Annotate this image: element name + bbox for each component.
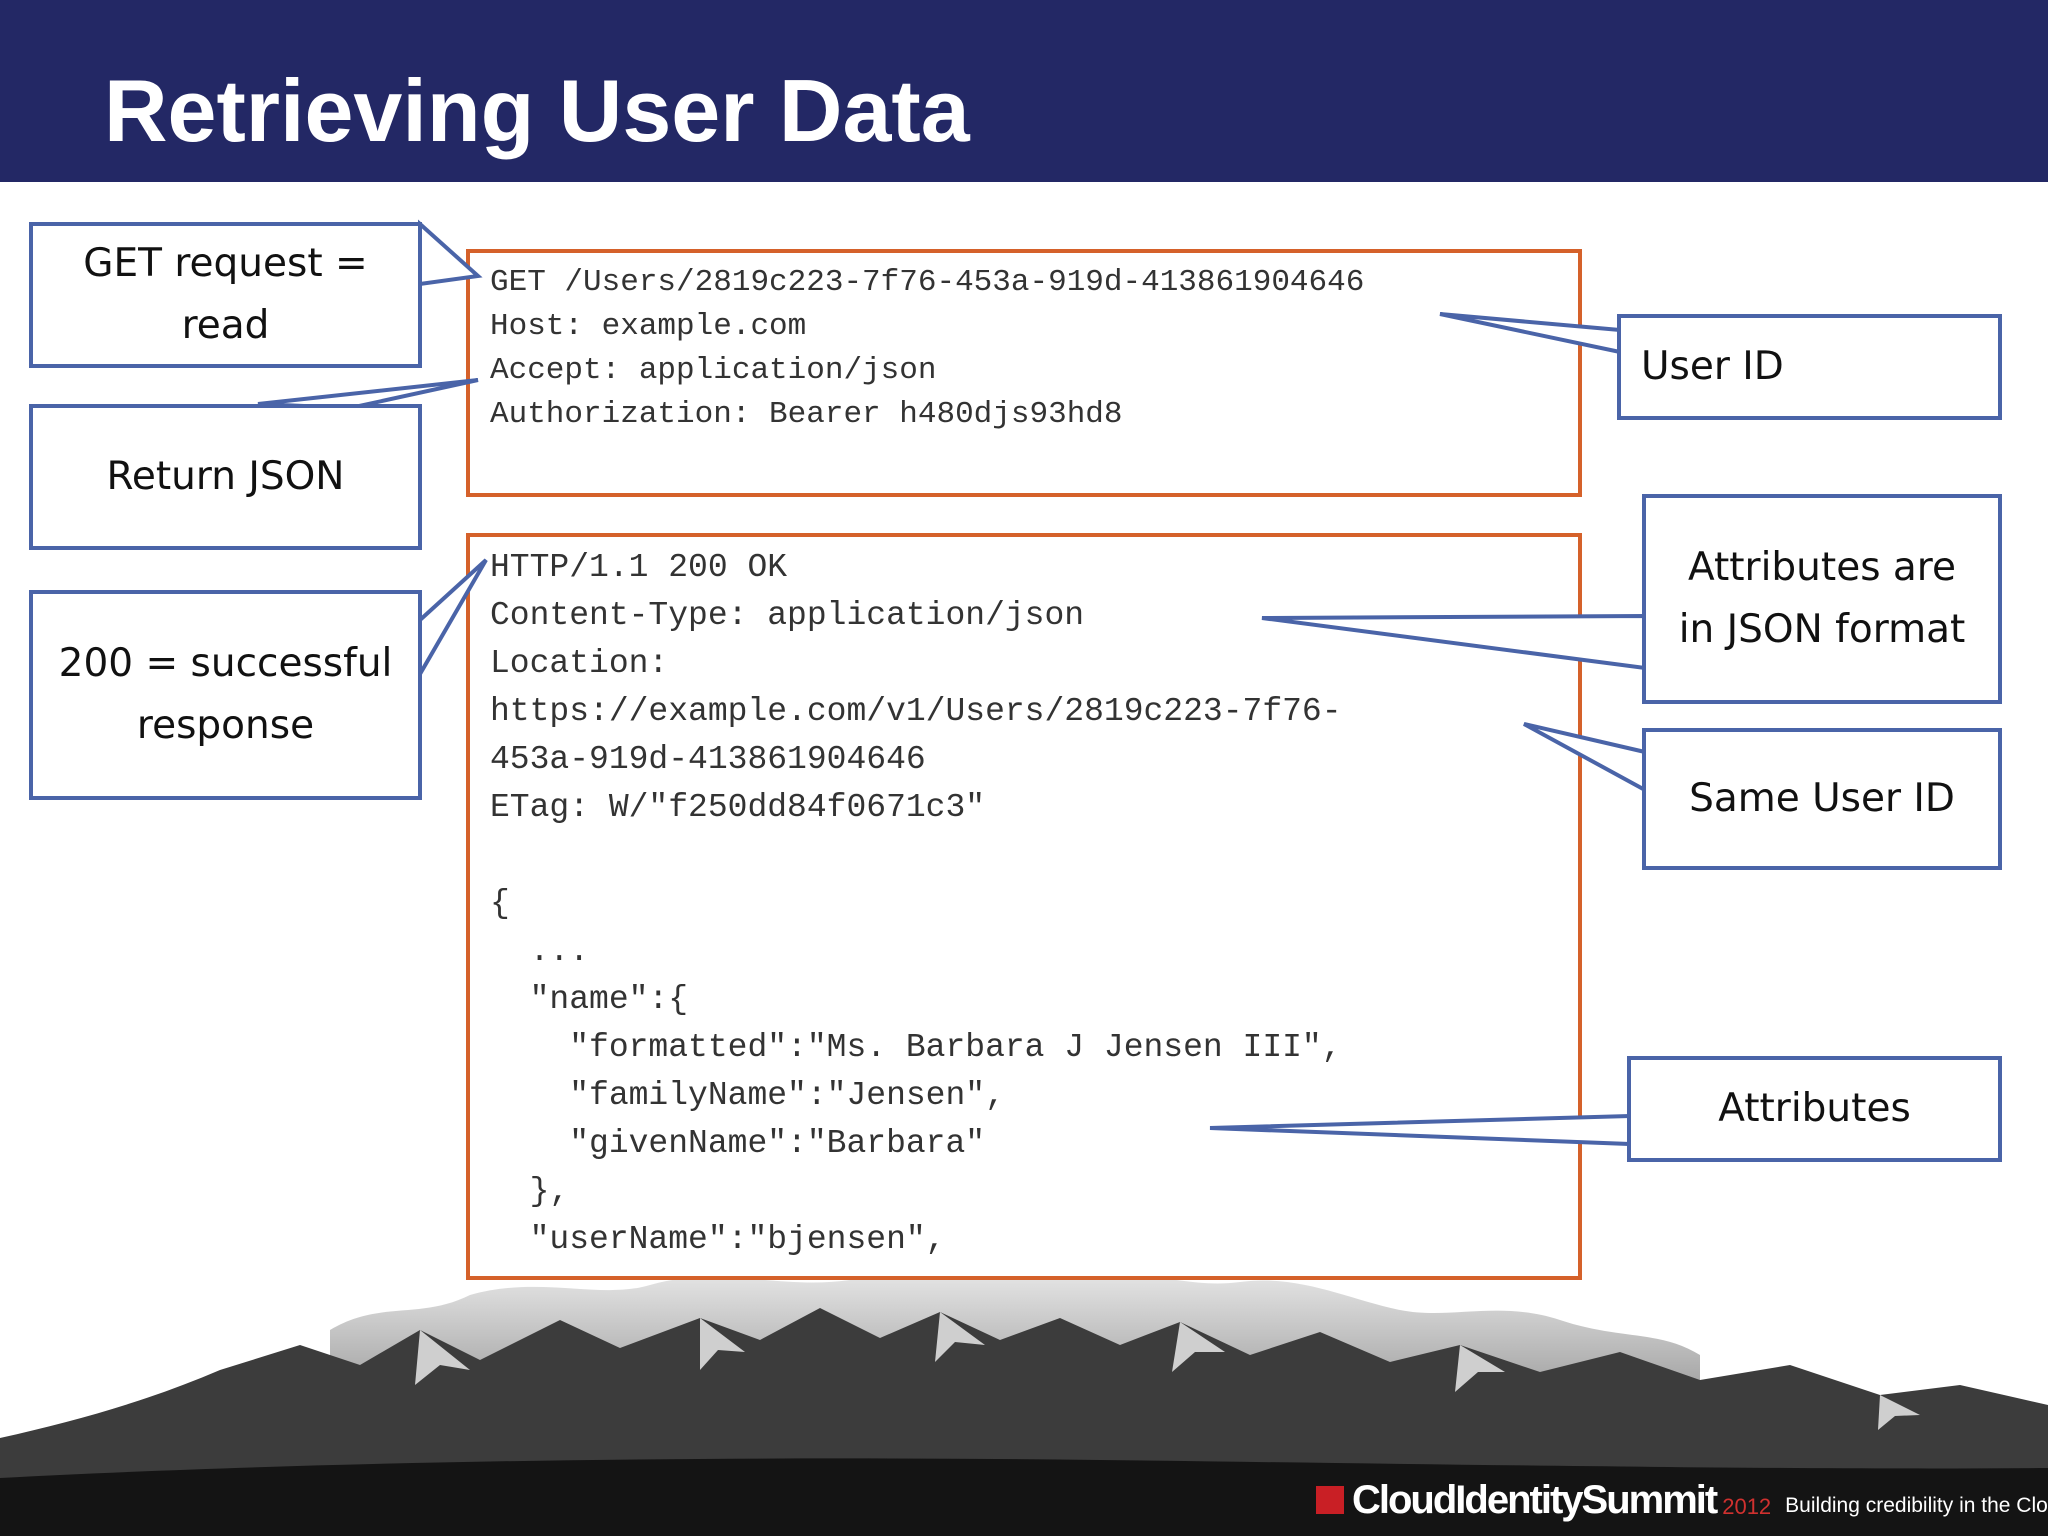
pointer-same-user-id bbox=[1523, 722, 1647, 794]
slide-title: Retrieving User Data bbox=[104, 61, 970, 160]
title-bar bbox=[0, 0, 2048, 182]
response-line-5: 453a-919d-413861904646 bbox=[490, 741, 926, 778]
ping-identity-logo-icon bbox=[1316, 1486, 1344, 1514]
summit-logo-year: 2012 bbox=[1722, 1494, 1772, 1519]
response-line-8: { bbox=[490, 885, 510, 922]
callout-user-id: User ID bbox=[1617, 314, 2002, 420]
response-line-3: Location: bbox=[490, 645, 669, 682]
response-line-15: "userName":"bjensen", bbox=[490, 1221, 946, 1258]
callout-get-request: GET request = read bbox=[29, 222, 422, 368]
request-line-3: Accept: application/json bbox=[490, 353, 937, 388]
callout-success-response: 200 = successful response bbox=[29, 590, 422, 800]
response-line-1: HTTP/1.1 200 OK bbox=[490, 549, 788, 586]
response-line-9: ... bbox=[490, 933, 590, 970]
pointer-attrs-json bbox=[1261, 613, 1647, 671]
pointer-attributes bbox=[1209, 1113, 1632, 1147]
response-line-14: }, bbox=[490, 1173, 570, 1210]
response-line-2: Content-Type: application/json bbox=[490, 597, 1085, 634]
summit-tagline: Building credibility in the Cloud™ bbox=[1785, 1494, 2048, 1517]
pointer-get-request bbox=[418, 219, 483, 287]
response-line-12: "familyName":"Jensen", bbox=[490, 1077, 1005, 1114]
response-line-4: https://example.com/v1/Users/2819c223-7f… bbox=[490, 693, 1342, 730]
summit-logo-text: CloudIdentitySummit bbox=[1352, 1477, 1718, 1522]
request-line-2: Host: example.com bbox=[490, 309, 807, 344]
callout-attributes-json-format: Attributes are in JSON format bbox=[1642, 494, 2002, 704]
pointer-user-id bbox=[1439, 312, 1622, 355]
response-line-11: "formatted":"Ms. Barbara J Jensen III", bbox=[490, 1029, 1342, 1066]
callout-return-json: Return JSON bbox=[29, 404, 422, 550]
response-line-10: "name":{ bbox=[490, 981, 689, 1018]
footer-logo: CloudIdentitySummit 2012 Building credib… bbox=[1316, 1478, 2048, 1522]
callout-same-user-id: Same User ID bbox=[1642, 728, 2002, 870]
callout-attributes: Attributes bbox=[1627, 1056, 2002, 1162]
request-line-1: GET /Users/2819c223-7f76-453a-919d-41386… bbox=[490, 265, 1365, 300]
request-code-box bbox=[466, 249, 1582, 497]
request-line-4: Authorization: Bearer h480djs93hd8 bbox=[490, 397, 1123, 432]
response-line-6: ETag: W/"f250dd84f0671c3" bbox=[490, 789, 986, 826]
pointer-success bbox=[418, 558, 488, 682]
response-code-box bbox=[466, 533, 1582, 1280]
response-line-13: "givenName":"Barbara" bbox=[490, 1125, 986, 1162]
